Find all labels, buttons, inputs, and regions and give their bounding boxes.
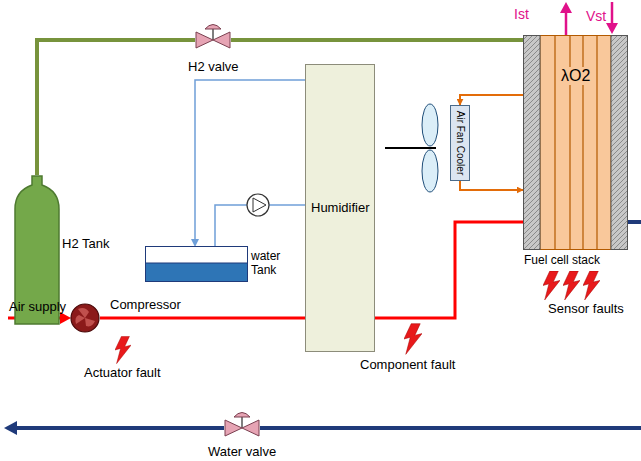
fuel-cell-stack: λO2Fuel cell stack: [523, 35, 635, 270]
arrow-head: [560, 2, 572, 13]
fault-bolt: [404, 324, 422, 355]
valve: Water valve: [200, 410, 285, 461]
fault-bolt: [543, 271, 560, 300]
node-label: Air Fan Cooler: [454, 111, 466, 175]
annotation-label: Sensor faults: [548, 302, 624, 317]
node-label: Fuel cell stack: [524, 254, 600, 268]
pump-symbol: [247, 194, 269, 216]
valve-outline: [224, 410, 260, 446]
water-line: [215, 205, 247, 246]
node-label: Compressor: [110, 298, 181, 313]
node-label: H2 Tank: [62, 237, 109, 252]
node-label: Water valve: [208, 445, 276, 460]
water-line: [269, 204, 305, 206]
cooler-box: Air Fan Cooler: [450, 105, 470, 181]
node-label: H2 valve: [188, 60, 239, 75]
annotation-label: Ist: [514, 6, 529, 22]
current-arrow: [565, 12, 568, 35]
compressor: Compressor: [70, 298, 250, 338]
arrow-head: [606, 23, 618, 34]
pipe-connector: [37, 40, 195, 175]
node-label: Humidifier: [311, 201, 370, 216]
water-tank-outline: [145, 246, 248, 282]
water-tank: water Tank: [145, 246, 295, 282]
pipe-connector: [460, 181, 523, 190]
pipe-connector: [231, 38, 523, 42]
fan-shaft: [385, 147, 436, 149]
valve-outline: [195, 22, 231, 58]
fan-blade: [422, 104, 438, 146]
fault-bolt: [115, 336, 131, 363]
node-label: water Tank: [251, 250, 293, 278]
annotation-label: Actuator fault: [84, 366, 161, 381]
water-outlet-line: [16, 426, 224, 430]
node-label: λO2: [559, 67, 592, 85]
water-line: [195, 80, 305, 241]
fault-bolt: [583, 271, 600, 300]
pump-symbol: [253, 198, 266, 212]
humidifier-box: Humidifier: [305, 64, 375, 352]
compressor-outline: [70, 303, 100, 333]
valve: H2 valve: [178, 22, 248, 78]
fault-bolt: [563, 271, 580, 300]
annotation-label: Air supply: [9, 300, 66, 315]
annotation-label: Vst: [586, 8, 606, 24]
annotation-label: Component fault: [360, 358, 455, 373]
arrow-head: [4, 421, 17, 435]
voltage-arrow: [611, 2, 614, 24]
pipe-connector: [460, 95, 523, 105]
arrow-head: [191, 239, 199, 247]
fan-blade: [422, 150, 438, 192]
